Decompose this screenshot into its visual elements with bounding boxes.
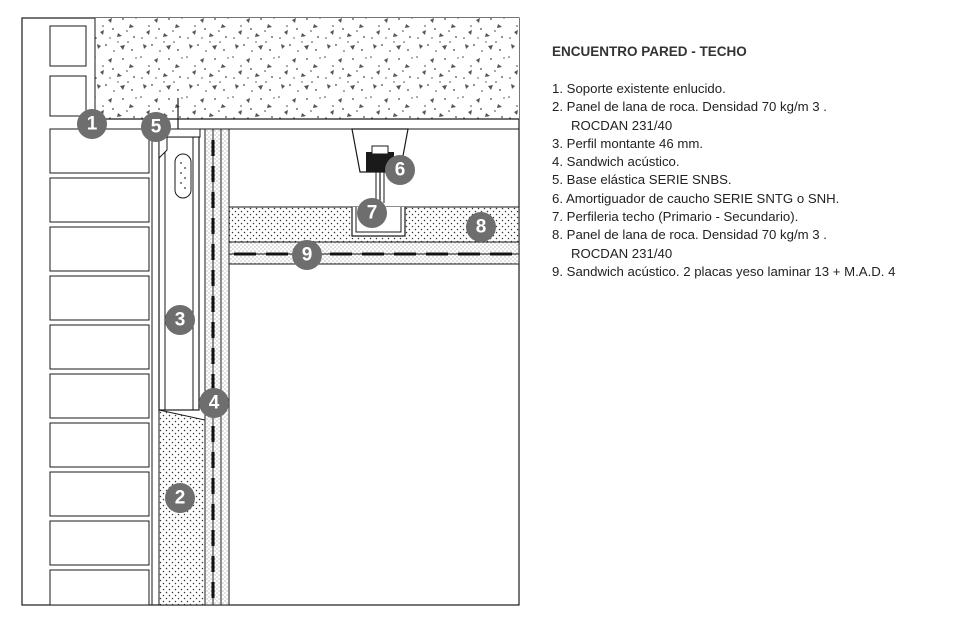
legend-item: 6. Amortiguador de caucho SERIE SNTG o S…	[552, 190, 840, 206]
brick-wall	[49, 25, 150, 606]
brick	[49, 177, 150, 223]
legend-item: 8. Panel de lana de roca. Densidad 70 kg…	[552, 227, 827, 261]
callout-2: 2	[165, 483, 195, 513]
legend-item: 4. Sandwich acústico.	[552, 154, 680, 170]
svg-text:2: 2	[175, 488, 186, 509]
legend: ENCUENTRO PARED - TECHO 1. Soporte exist…	[552, 44, 962, 281]
legend-title: ENCUENTRO PARED - TECHO	[552, 44, 747, 59]
brick	[49, 422, 150, 468]
svg-text:9: 9	[302, 245, 313, 266]
steel-stud-profile	[158, 136, 200, 411]
callout-6: 6	[385, 155, 415, 185]
brick	[49, 569, 150, 606]
brick	[49, 25, 87, 67]
callout-4: 4	[199, 388, 229, 418]
svg-text:3: 3	[175, 310, 186, 331]
svg-text:1: 1	[87, 114, 98, 135]
callout-3: 3	[165, 305, 195, 335]
legend-item: 2. Panel de lana de roca. Densidad 70 kg…	[552, 99, 827, 133]
section-drawing: 1 5 3 4 2 6 7 8 9	[21, 17, 520, 606]
legend-item: 7. Perfileria techo (Primario - Secundar…	[552, 209, 799, 225]
legend-list: 1. Soporte existente enlucido. 2. Panel …	[552, 80, 962, 281]
callout-9: 9	[292, 240, 322, 270]
legend-item: 1. Soporte existente enlucido.	[552, 81, 726, 96]
svg-text:6: 6	[395, 160, 406, 181]
brick	[49, 324, 150, 370]
svg-text:8: 8	[476, 217, 487, 238]
svg-text:5: 5	[151, 117, 162, 138]
svg-text:4: 4	[209, 393, 220, 414]
legend-item: 9. Sandwich acústico. 2 placas yeso lami…	[552, 263, 896, 279]
legend-item: 5. Base elástica SERIE SNBS.	[552, 172, 732, 188]
concrete-slab	[95, 18, 519, 119]
brick	[49, 226, 150, 272]
brick	[49, 75, 87, 117]
callout-8: 8	[466, 212, 496, 242]
wall-acoustic-sandwich	[204, 128, 230, 606]
legend-item: 3. Perfil montante 46 mm.	[552, 135, 703, 151]
brick	[49, 373, 150, 419]
callout-1: 1	[77, 109, 107, 139]
brick	[49, 471, 150, 517]
brick	[49, 520, 150, 566]
callout-5: 5	[141, 112, 171, 142]
brick	[49, 275, 150, 321]
svg-text:7: 7	[367, 203, 378, 224]
callout-7: 7	[357, 198, 387, 228]
